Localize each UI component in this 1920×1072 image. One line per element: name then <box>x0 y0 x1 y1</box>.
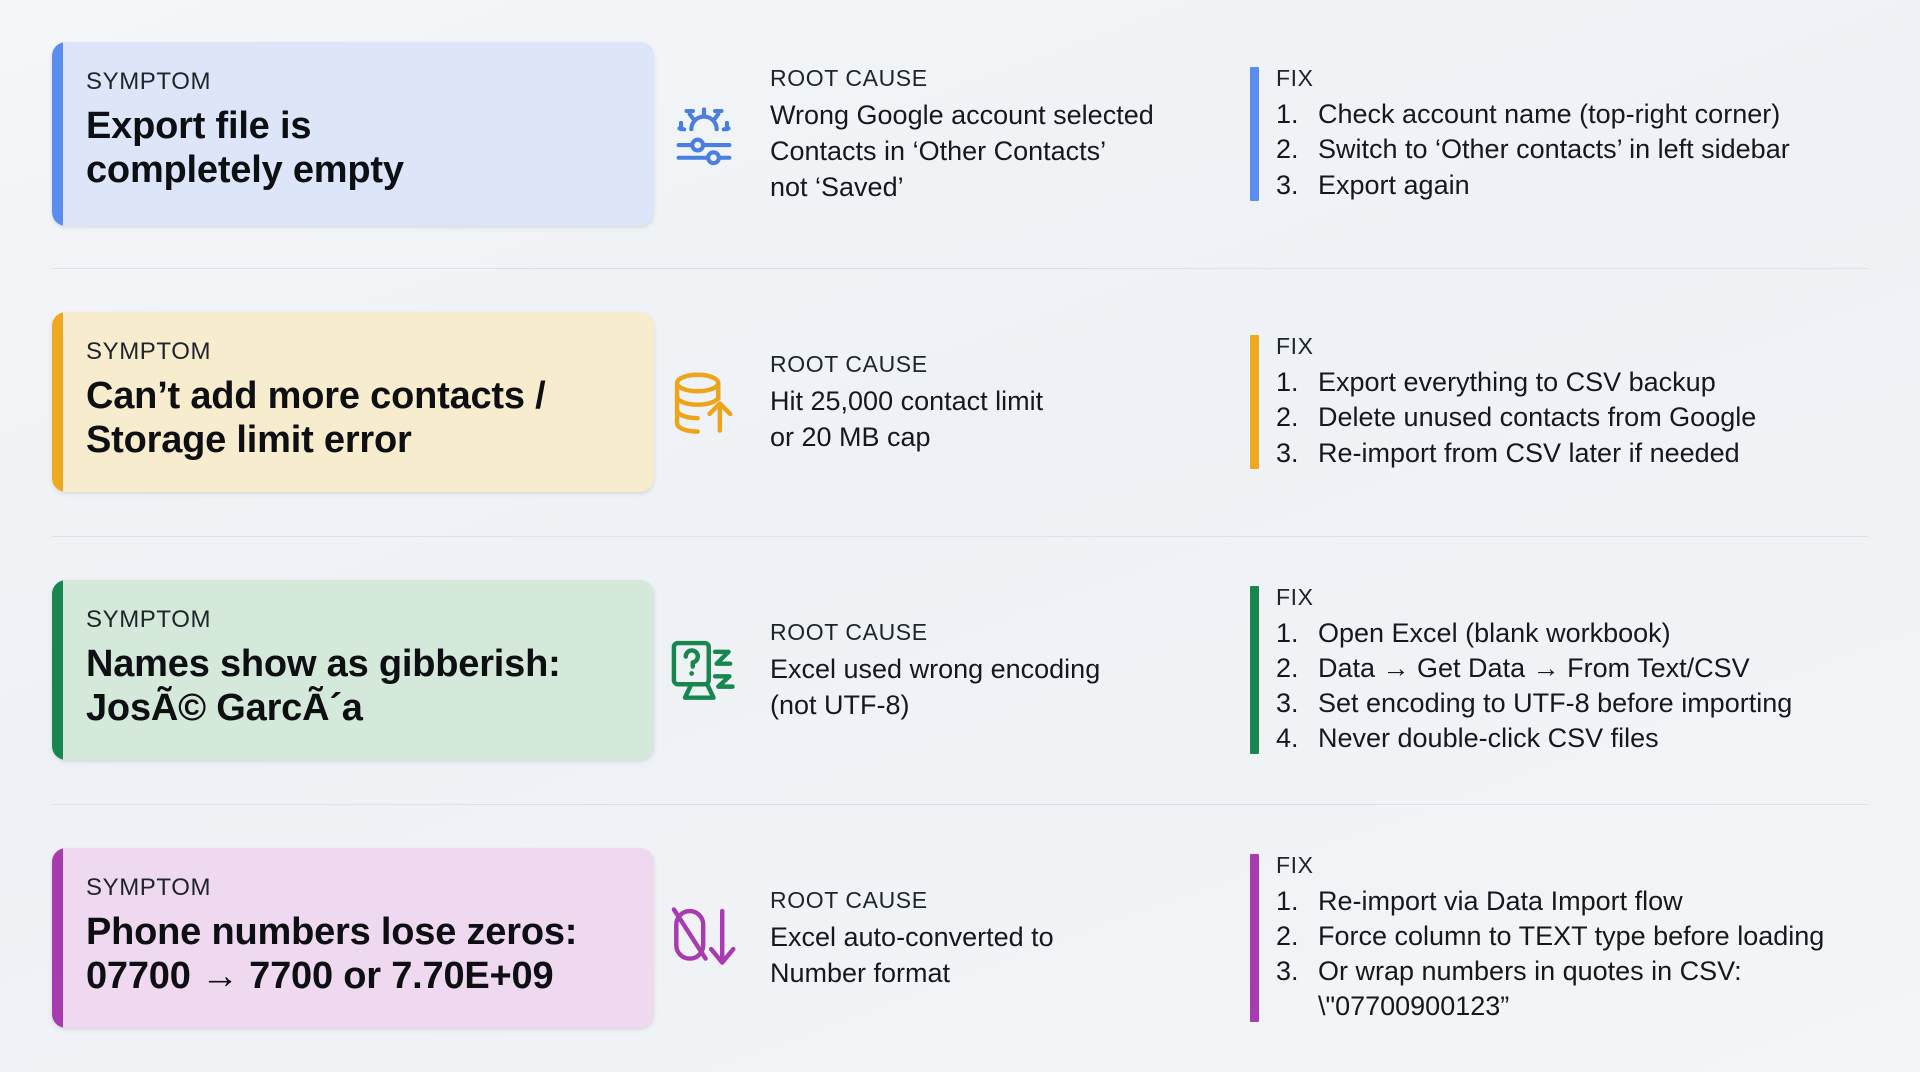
fix-kicker: FIX <box>1276 851 1314 878</box>
root-cause-text-block: ROOT CAUSE Hit 25,000 contact limit or 2… <box>770 349 1043 455</box>
fix-step: Export everything to CSV backup <box>1276 365 1716 400</box>
symptom-cell: SYMPTOM Export file is completely empty <box>0 0 660 268</box>
symptom-card: SYMPTOM Names show as gibberish: JosÃ© G… <box>52 579 654 761</box>
symptom-accent-bar <box>52 847 63 1029</box>
table-row: SYMPTOM Names show as gibberish: JosÃ© G… <box>0 536 1920 804</box>
symptom-card: SYMPTOM Can’t add more contacts / Storag… <box>52 311 654 493</box>
symptom-kicker: SYMPTOM <box>86 67 212 95</box>
fix-cell: FIX Re-import via Data Import flow Force… <box>1250 804 1920 1072</box>
symptom-kicker: SYMPTOM <box>86 873 212 901</box>
table-row: SYMPTOM Export file is completely empty <box>0 0 1920 268</box>
root-cause-cell: ROOT CAUSE Excel auto-converted to Numbe… <box>660 804 1250 1072</box>
root-cause-body: Hit 25,000 contact limit or 20 MB cap <box>770 385 1044 452</box>
root-cause-cell: ROOT CAUSE Wrong Google account selected… <box>660 0 1250 268</box>
fix-cell: FIX Open Excel (blank workbook) Data → G… <box>1250 536 1920 804</box>
root-cause-body: Wrong Google account selected Contacts i… <box>770 99 1154 203</box>
symptom-accent-bar <box>52 41 63 227</box>
fix-step: Switch to ‘Other contacts’ in left sideb… <box>1276 132 1790 167</box>
fix-list: Re-import via Data Import flow Force col… <box>1276 884 1880 1024</box>
root-cause-text-block: ROOT CAUSE Excel auto-converted to Numbe… <box>770 885 1054 991</box>
root-cause-kicker: ROOT CAUSE <box>770 64 928 91</box>
fix-accent-bar <box>1250 853 1259 1023</box>
symptom-cell: SYMPTOM Can’t add more contacts / Storag… <box>0 268 660 536</box>
fix-step: Set encoding to UTF-8 before importing <box>1276 686 1793 721</box>
symptom-accent-bar <box>52 311 63 493</box>
fix-step: Data → Get Data → From Text/CSV <box>1276 651 1750 686</box>
root-cause-body: Excel used wrong encoding (not UTF-8) <box>770 653 1101 720</box>
fix-step: Force column to TEXT type before loading <box>1276 919 1825 954</box>
root-cause-kicker: ROOT CAUSE <box>770 618 928 645</box>
symptom-title: Names show as gibberish: JosÃ© GarcÃ´a <box>86 642 561 729</box>
root-cause-cell: ROOT CAUSE Hit 25,000 contact limit or 2… <box>660 268 1250 536</box>
settings-sliders-icon <box>660 90 748 178</box>
fix-kicker: FIX <box>1276 333 1314 360</box>
symptom-kicker: SYMPTOM <box>86 605 212 633</box>
fix-accent-bar <box>1250 335 1259 469</box>
fix-list: Open Excel (blank workbook) Data → Get D… <box>1276 616 1880 756</box>
fix-accent-bar <box>1250 67 1259 201</box>
symptom-cell: SYMPTOM Names show as gibberish: JosÃ© G… <box>0 536 660 804</box>
fix-step: Never double-click CSV files <box>1276 721 1659 756</box>
fix-step: Or wrap numbers in quotes in CSV: \"0770… <box>1276 954 1742 1022</box>
root-cause-text-block: ROOT CAUSE Wrong Google account selected… <box>770 63 1154 206</box>
fix-step: Export again <box>1276 168 1470 203</box>
root-cause-body: Excel auto-converted to Number format <box>770 921 1054 988</box>
fix-accent-bar <box>1250 585 1259 755</box>
table-row: SYMPTOM Phone numbers lose zeros: 07700 … <box>0 804 1920 1072</box>
symptom-cell: SYMPTOM Phone numbers lose zeros: 07700 … <box>0 804 660 1072</box>
root-cause-kicker: ROOT CAUSE <box>770 886 928 913</box>
symptom-kicker: SYMPTOM <box>86 337 212 365</box>
fix-step: Open Excel (blank workbook) <box>1276 616 1671 651</box>
fix-step: Delete unused contacts from Google <box>1276 400 1757 435</box>
root-cause-cell: ROOT CAUSE Excel used wrong encoding (no… <box>660 536 1250 804</box>
fix-kicker: FIX <box>1276 583 1314 610</box>
fix-cell: FIX Export everything to CSV backup Dele… <box>1250 268 1920 536</box>
symptom-title: Phone numbers lose zeros: 07700 → 7700 o… <box>86 910 578 997</box>
root-cause-text-block: ROOT CAUSE Excel used wrong encoding (no… <box>770 617 1100 723</box>
symptom-accent-bar <box>52 579 63 761</box>
table-row: SYMPTOM Can’t add more contacts / Storag… <box>0 268 1920 536</box>
symptom-card: SYMPTOM Export file is completely empty <box>52 41 654 227</box>
root-cause-kicker: ROOT CAUSE <box>770 350 928 377</box>
symptom-title: Can’t add more contacts / Storage limit … <box>86 374 546 461</box>
symptom-card: SYMPTOM Phone numbers lose zeros: 07700 … <box>52 847 654 1029</box>
fix-list: Check account name (top-right corner) Sw… <box>1276 97 1880 202</box>
fix-step: Re-import from CSV later if needed <box>1276 436 1740 471</box>
fix-kicker: FIX <box>1276 65 1314 92</box>
symptom-title: Export file is completely empty <box>86 104 404 191</box>
fix-step: Re-import via Data Import flow <box>1276 884 1683 919</box>
fix-cell: FIX Check account name (top-right corner… <box>1250 0 1920 268</box>
fix-list: Export everything to CSV backup Delete u… <box>1276 365 1880 470</box>
fix-step: Check account name (top-right corner) <box>1276 97 1781 132</box>
database-upload-icon <box>660 358 748 446</box>
corrupt-text-file-icon <box>660 626 748 714</box>
zero-dropped-icon <box>660 894 748 982</box>
